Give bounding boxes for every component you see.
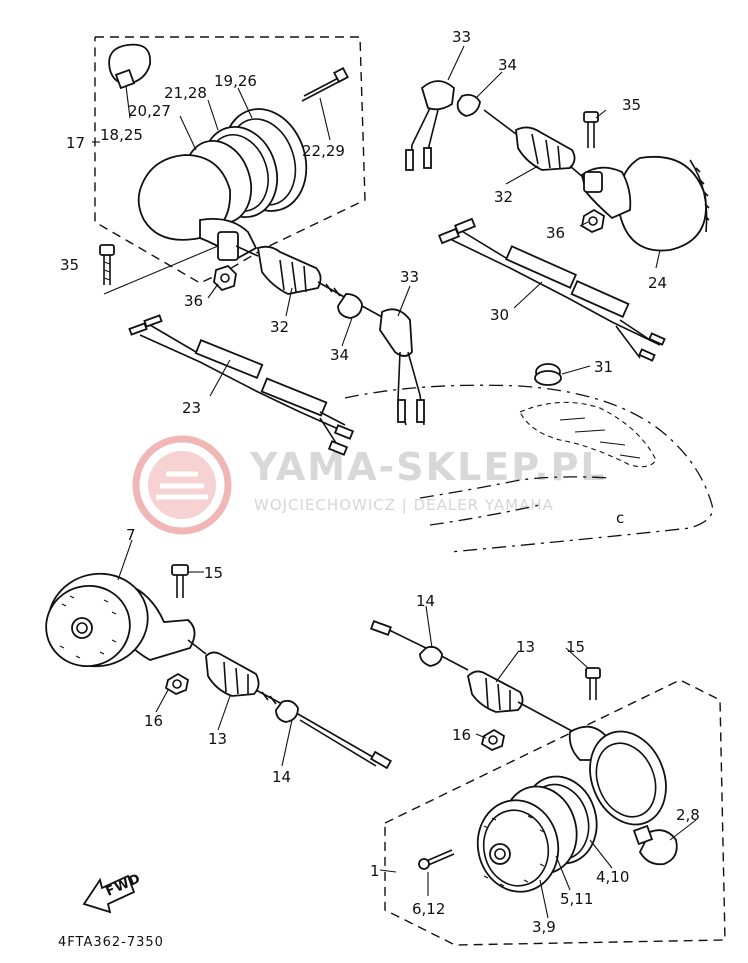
callout-32-right: 32: [494, 188, 513, 206]
nut-36-left: [213, 264, 237, 292]
callout-34-right: 34: [498, 56, 517, 74]
callout-labels: 33 34 35 32 36 24 30 31 33 34 32 36 35 2…: [60, 28, 700, 936]
callout-16-left: 16: [144, 712, 163, 730]
callout-33-left: 33: [400, 268, 419, 286]
callout-16-right: 16: [452, 726, 471, 744]
watermark: YAMA-SKLEP.PL WOJCIECHOWICZ | DEALER YAM…: [132, 435, 607, 535]
wire-harness-30: [437, 217, 666, 362]
callout-32-left: 32: [270, 318, 289, 336]
callout-15-left: 15: [204, 564, 223, 582]
callout-34-left: 34: [330, 346, 349, 364]
signal-rear-left: [45, 564, 393, 770]
grommet-31: [534, 363, 562, 386]
callout-6-12: 6,12: [412, 900, 445, 918]
callout-30: 30: [490, 306, 509, 324]
callout-13-left: 13: [208, 730, 227, 748]
callout-5-11: 5,11: [560, 890, 593, 908]
callout-18-25: 18,25: [100, 126, 143, 144]
callout-31: 31: [594, 358, 613, 376]
fwd-arrow: FWD: [82, 871, 144, 914]
callout-13-right: 13: [516, 638, 535, 656]
watermark-title: YAMA-SKLEP.PL: [249, 445, 607, 489]
callout-2-8: 2,8: [676, 806, 700, 824]
assembly-1-box: [384, 679, 726, 946]
callout-24: 24: [648, 274, 667, 292]
assembly-17-box: [94, 36, 366, 284]
watermark-logo: [132, 435, 232, 535]
callout-20-27: 20,27: [128, 102, 171, 120]
callout-36-right: 36: [546, 224, 565, 242]
callout-35-right: 35: [622, 96, 641, 114]
callout-7: 7: [126, 526, 136, 544]
callout-33-right: 33: [452, 28, 471, 46]
watermark-subtitle: WOJCIECHOWICZ | DEALER YAMAHA: [254, 496, 554, 514]
wire-front-left: [235, 245, 425, 426]
wire-harness-23: [128, 314, 355, 456]
bulb-18-25: [108, 43, 151, 90]
callout-35-left: 35: [60, 256, 79, 274]
callout-22-29: 22,29: [302, 142, 345, 160]
callout-14-right: 14: [416, 592, 435, 610]
callout-1: 1: [370, 862, 380, 880]
callout-14-left: 14: [272, 768, 291, 786]
callout-15-right: 15: [566, 638, 585, 656]
callout-4-10: 4,10: [596, 868, 629, 886]
callout-c: c: [616, 509, 624, 527]
signal-front-right: [405, 80, 710, 252]
callout-17: 17: [66, 134, 85, 152]
bolt-35-left: [99, 244, 115, 285]
body-outline: c: [344, 384, 714, 553]
callout-21-28: 21,28: [164, 84, 207, 102]
signal-rear-right: [370, 620, 678, 893]
callout-36-left: 36: [184, 292, 203, 310]
callout-23: 23: [182, 399, 201, 417]
diagram-code: 4FTA362-7350: [58, 935, 164, 950]
callout-19-26: 19,26: [214, 72, 257, 90]
callout-3-9: 3,9: [532, 918, 556, 936]
leader-lines: [92, 45, 697, 919]
